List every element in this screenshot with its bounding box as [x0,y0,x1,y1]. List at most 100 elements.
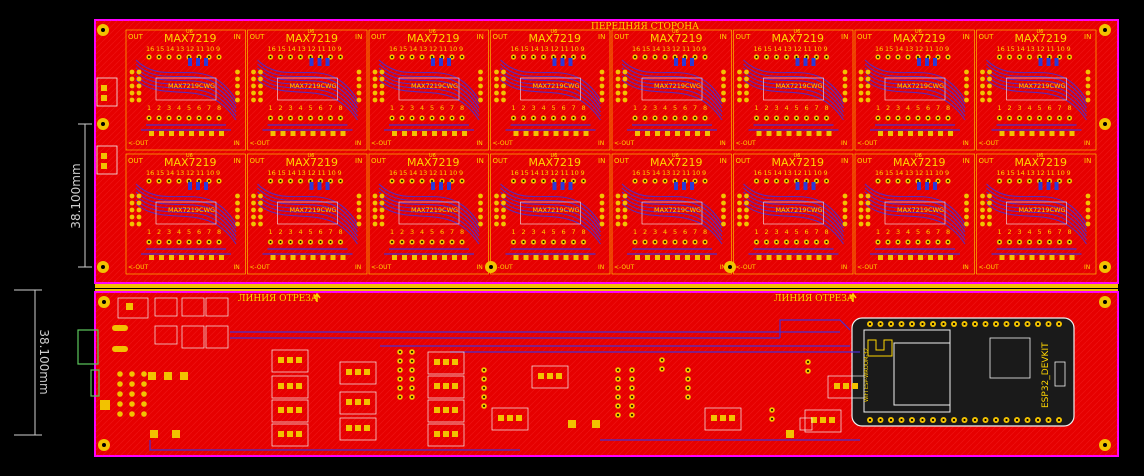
module-chip-label: MAX7219 [893,32,946,45]
pin-number: 10 [571,169,579,177]
pin-number: 3 [410,104,414,112]
pin-number: 15 [399,169,407,177]
module-edge-out-label: <-OUT [493,140,513,147]
module-ref-label: U6 [1037,153,1044,159]
pin-number: 8 [703,104,707,112]
module-in-label: IN [598,33,605,41]
module-out-label: OUT [614,33,630,41]
pin-number: 10 [328,45,336,53]
pin-number: 12 [308,169,316,177]
pin-number: 9 [581,45,585,53]
module-subchip-label: MAX7219CWG [168,82,215,90]
module-ref-label: U6 [551,29,558,35]
esp-board-label: ESP32_DEVKIT [1041,342,1051,408]
module-in-label: IN [234,140,240,147]
pin-number: 10 [692,45,700,53]
module-chip-label: MAX7219 [772,32,825,45]
pin-number: 1 [998,228,1002,236]
module-subchip-label: MAX7219CWG [897,82,944,90]
pin-number: 1 [147,104,151,112]
pin-number: 9 [216,45,220,53]
pin-number: 7 [693,228,697,236]
pin-number: 13 [541,45,549,53]
module-edge-out-label: <-OUT [736,140,756,147]
module-subchip-label: MAX7219CWG [290,206,337,214]
module-in-label: IN [841,140,847,147]
pin-number: 8 [460,228,464,236]
pin-number: 1 [876,104,880,112]
pin-number: 3 [167,104,171,112]
module-ref-label: U6 [672,153,679,159]
pin-number: 5 [795,104,799,112]
pin-number: 8 [339,104,343,112]
module-in-label: IN [720,33,727,41]
pin-number: 13 [298,169,306,177]
pin-number: 5 [187,104,191,112]
pin-number: 11 [682,169,690,177]
pin-number: 13 [905,169,913,177]
pin-number: 1 [512,228,516,236]
module-edge-out-label: <-OUT [250,140,270,147]
module-in-label: IN [841,33,848,41]
pin-number: 4 [1028,228,1032,236]
module-ref-label: U6 [429,153,436,159]
pin-number: 14 [288,169,296,177]
button-cluster [117,297,229,349]
pin-number: 3 [167,228,171,236]
pin-number: 11 [439,45,447,53]
pin-number: 5 [1038,228,1042,236]
pin-number: 9 [338,45,342,53]
pin-number: 15 [521,45,529,53]
module-chip-label: MAX7219 [650,32,703,45]
pin-number: 1 [269,104,273,112]
cut-line-text: ЛИНИЯ ОТРЕЗА [238,294,318,304]
pin-number: 7 [329,104,333,112]
module-out-label: OUT [979,157,995,165]
module-in-label: IN [355,157,362,165]
pin-number: 15 [521,169,529,177]
pin-number: 12 [551,45,559,53]
module-chip-label: MAX7219 [893,156,946,169]
pin-number: 11 [804,45,812,53]
module-ref-label: U6 [672,29,679,35]
pin-number: 2 [400,228,404,236]
pin-number: 16 [268,45,276,53]
pin-number: 10 [692,169,700,177]
pin-number: 14 [166,45,174,53]
pin-number: 14 [1017,169,1025,177]
module-out-label: OUT [250,33,266,41]
pin-number: 16 [997,169,1005,177]
pin-number: 6 [926,228,930,236]
pin-number: 5 [552,228,556,236]
pin-number: 7 [450,104,454,112]
module-edge-out-label: <-OUT [979,264,999,271]
pin-number: 5 [673,228,677,236]
module-in-label: IN [720,140,726,147]
pin-number: 13 [662,45,670,53]
pin-number: 11 [318,169,326,177]
module-in-label: IN [355,264,361,271]
module-out-label: OUT [493,157,509,165]
module-in-label: IN [841,264,847,271]
module-edge-out-label: <-OUT [128,264,148,271]
pin-number: 7 [815,228,819,236]
dimension-upper: 38.100mm [69,123,92,268]
pin-number: 12 [794,169,802,177]
pin-number: 13 [784,45,792,53]
module-in-label: IN [1084,33,1091,41]
pin-number: 6 [562,104,566,112]
pin-number: 1 [998,104,1002,112]
pin-number: 9 [459,169,463,177]
pin-number: 9 [1067,45,1071,53]
pin-number: 16 [389,45,397,53]
esp-module-label: WIFI ESP-WROOM-32 [864,348,870,402]
pin-number: 1 [633,104,637,112]
pin-number: 10 [206,45,214,53]
pin-number: 11 [682,45,690,53]
module-out-label: OUT [736,157,752,165]
module-subchip-label: MAX7219CWG [654,82,701,90]
pin-number: 9 [824,45,828,53]
pin-number: 16 [875,45,883,53]
pin-number: 10 [935,45,943,53]
